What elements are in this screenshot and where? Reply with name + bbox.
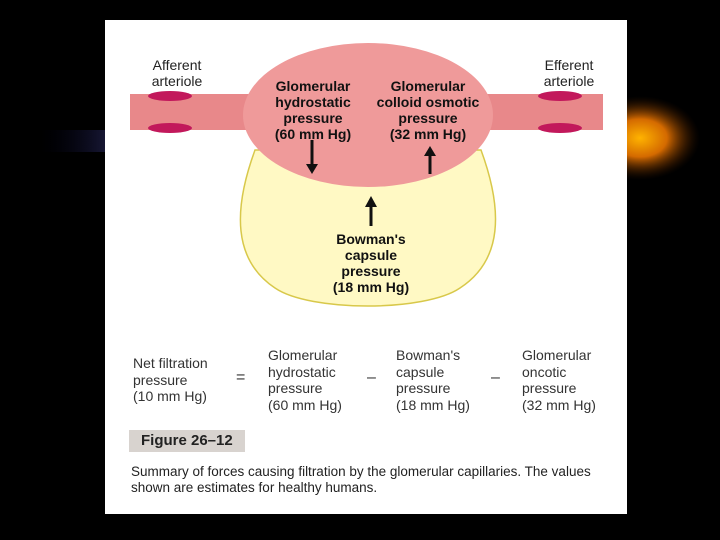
figure-caption: Summary of forces causing filtration by … <box>131 464 591 495</box>
efferent-band-bottom <box>538 123 582 133</box>
up-arrow-gcop <box>424 146 436 174</box>
efferent-arteriole-label: Efferent arteriole <box>543 57 595 89</box>
efferent-band-top <box>538 91 582 101</box>
bowmans-capsule <box>239 149 497 307</box>
down-arrow-ghp <box>306 140 318 174</box>
glomerular-hydrostatic-label: Glomerular hydrostatic pressure (60 mm H… <box>274 78 352 142</box>
figure-tag: Figure 26–12 <box>129 430 245 452</box>
afferent-band-bottom <box>148 123 192 133</box>
net-filtration-term: Net filtration pressure (10 mm Hg) <box>133 355 208 404</box>
equals-sign: = <box>236 369 246 386</box>
afferent-arteriole-label: Afferent arteriole <box>151 57 203 89</box>
figure-panel: Afferent arteriole Efferent arteriole Gl… <box>105 20 627 514</box>
afferent-band-top <box>148 91 192 101</box>
oncotic-term: Glomerular oncotic pressure (32 mm Hg) <box>522 347 596 413</box>
up-arrow-bowman <box>365 196 377 226</box>
minus-sign-2: – <box>491 369 500 386</box>
minus-sign-1: – <box>367 369 376 386</box>
glomerulus-diagram <box>130 43 603 307</box>
hydrostatic-term: Glomerular hydrostatic pressure (60 mm H… <box>268 347 342 413</box>
bowman-term: Bowman's capsule pressure (18 mm Hg) <box>396 347 470 413</box>
glomerular-colloid-osmotic-label: Glomerular colloid osmotic pressure (32 … <box>376 78 480 142</box>
figure-tag-label: Figure 26–12 <box>141 432 233 449</box>
bowmans-capsule-label: Bowman's capsule pressure (18 mm Hg) <box>332 231 410 295</box>
